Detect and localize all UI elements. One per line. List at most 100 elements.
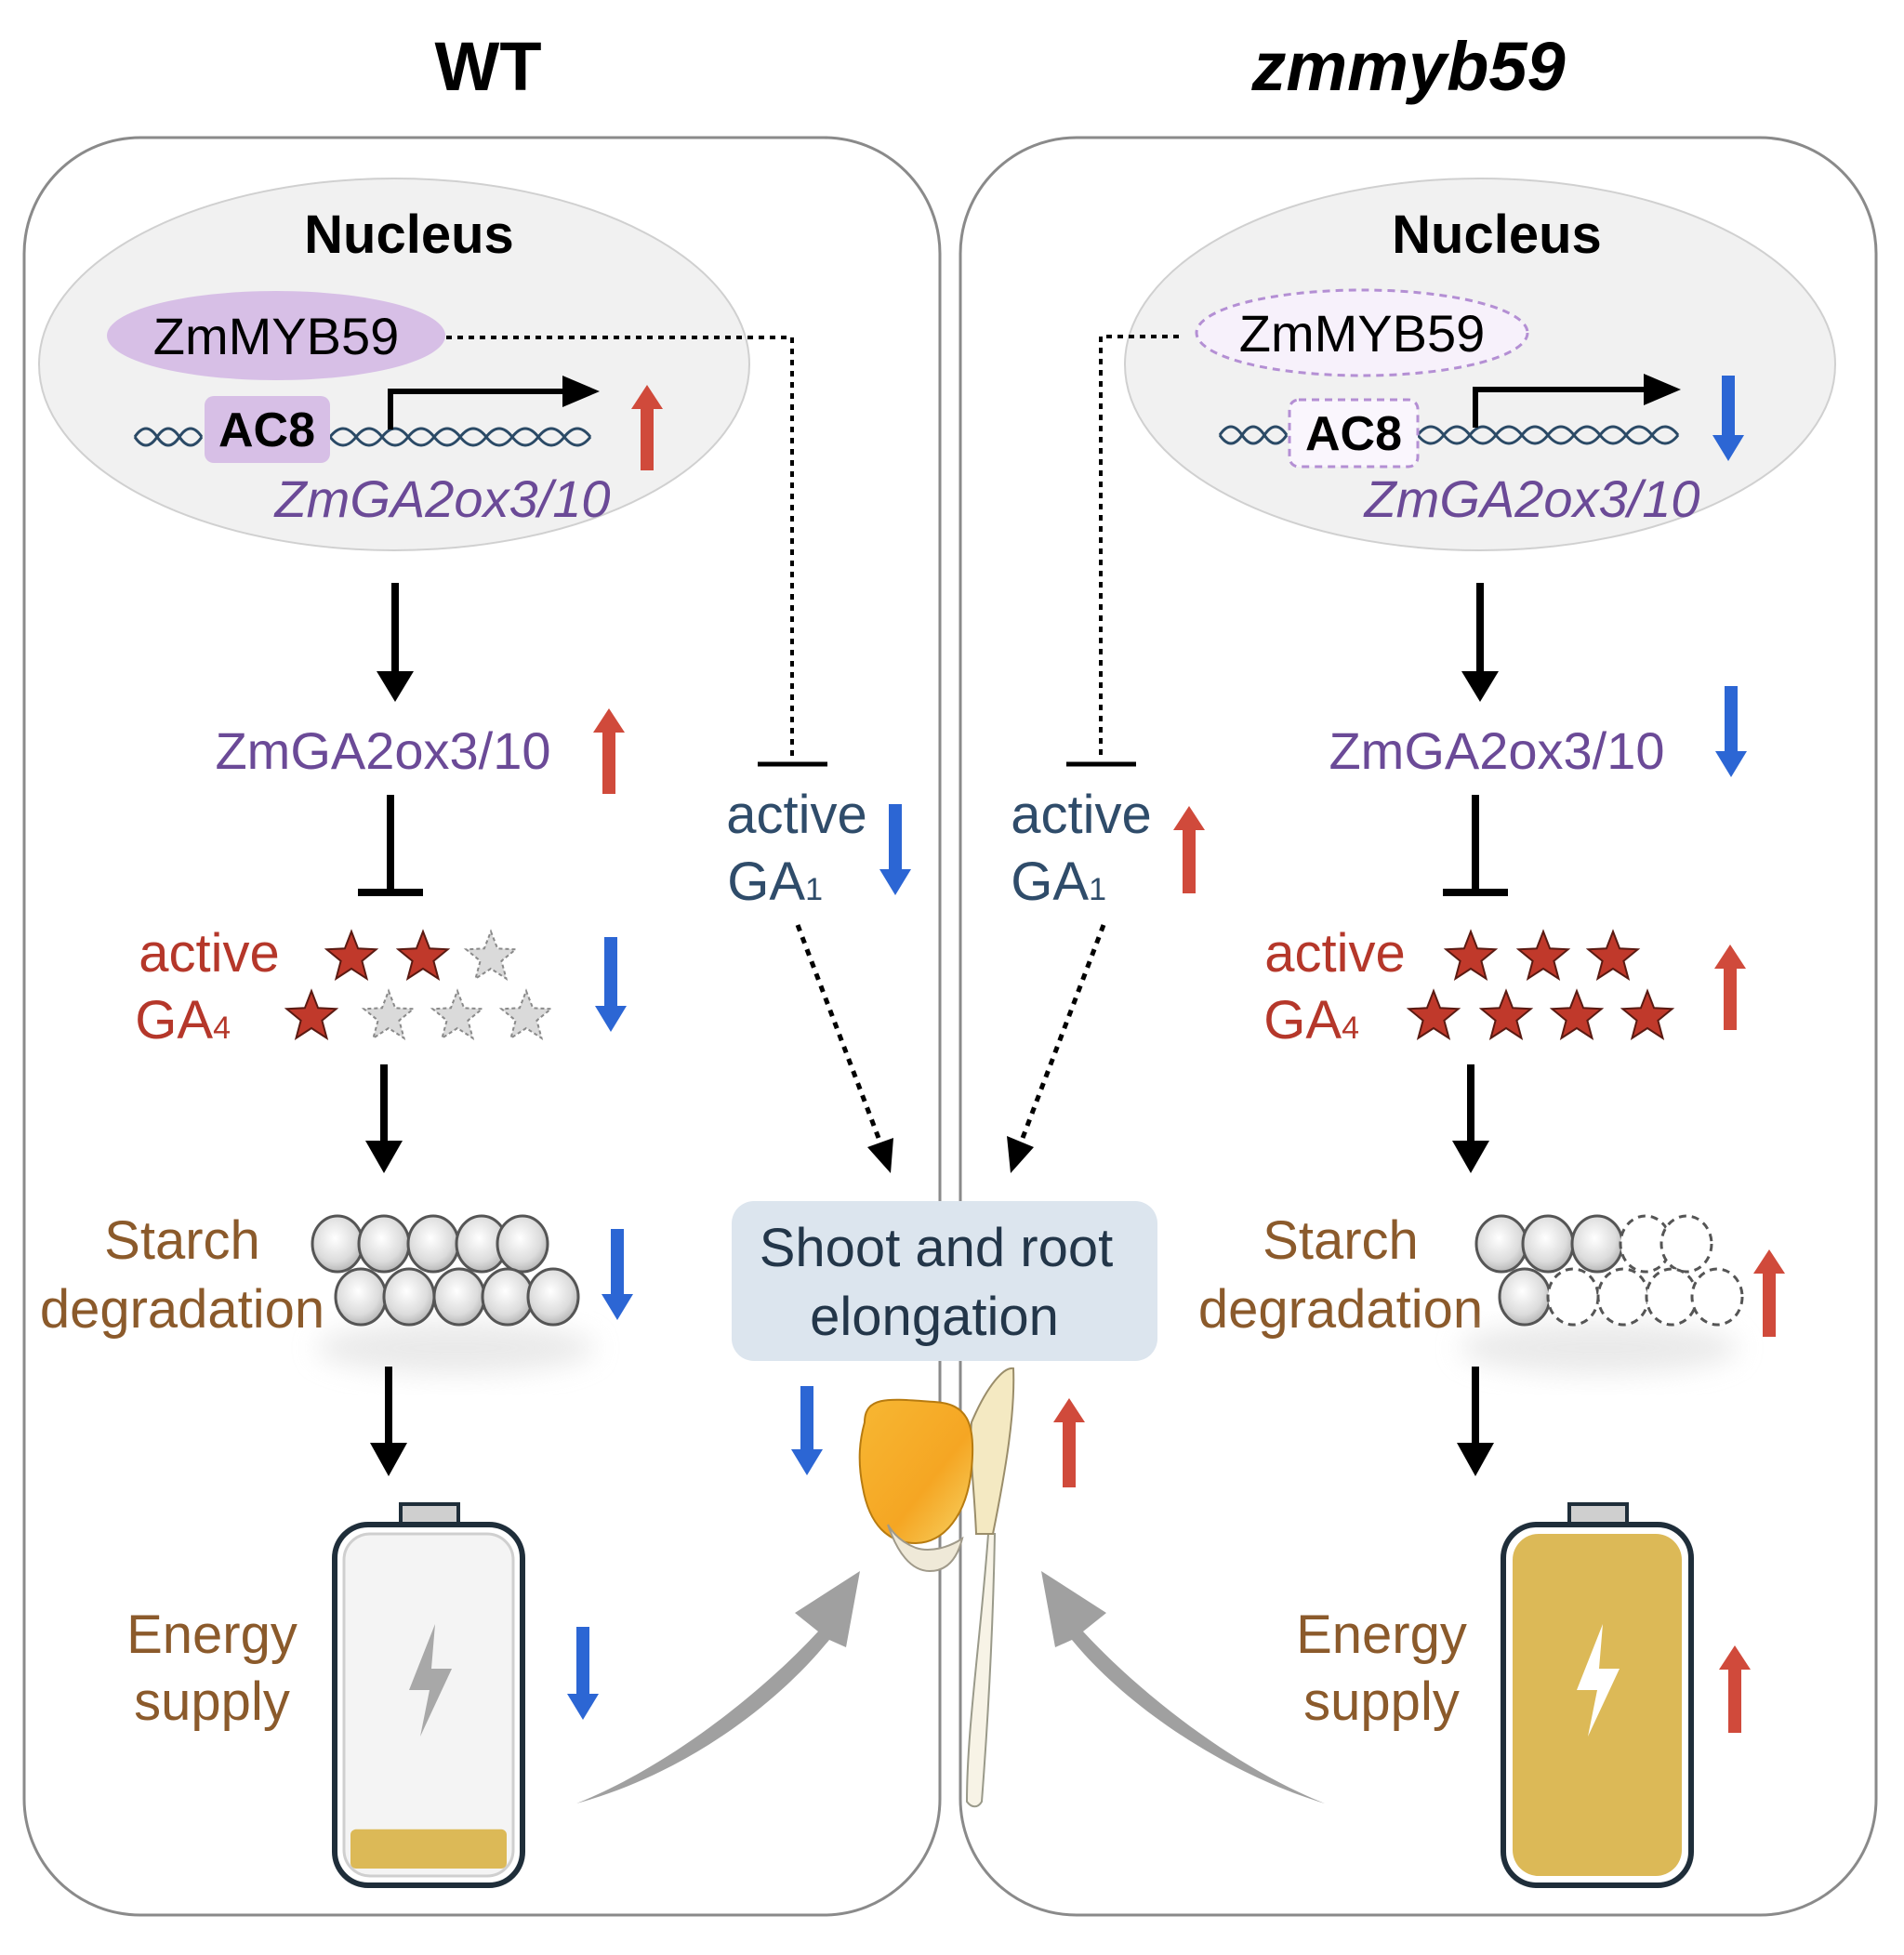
- wt-ga1-line1: active: [726, 785, 867, 845]
- star-icon: [284, 988, 339, 1040]
- star-icon: [361, 988, 416, 1040]
- down-arrow-icon: [567, 1627, 599, 1720]
- starch-granule: [406, 1214, 460, 1274]
- wt-pathway-arrow-2: [365, 1064, 403, 1173]
- starch-granule: [432, 1267, 486, 1327]
- wt-inhibition-bar: [358, 795, 423, 896]
- starch-granule: [526, 1267, 580, 1327]
- wt-panel: [22, 136, 942, 1917]
- mutant-zmmyb59-label: ZmMYB59: [1239, 304, 1486, 363]
- up-arrow-icon: [1173, 806, 1205, 893]
- wt-ga1-to-outcome-arrow: [795, 924, 893, 1173]
- wt-starch-line2: degradation: [40, 1279, 324, 1340]
- lightning-icon: [1577, 1624, 1620, 1737]
- mutant-ac8-label: AC8: [1305, 407, 1402, 461]
- starch-granule: [1645, 1267, 1699, 1327]
- wt-ac8-label: AC8: [218, 403, 315, 457]
- maize-seedling-icon: [858, 1367, 1015, 1808]
- mutant-zmmyb59-protein: [1195, 288, 1529, 377]
- up-arrow-icon: [1753, 1249, 1785, 1337]
- star-icon: [395, 929, 451, 981]
- mutant-panel: [959, 136, 1878, 1917]
- starch-granule: [481, 1267, 535, 1327]
- mutant-gene-italic: ZmGA2ox3/10: [1362, 469, 1699, 528]
- star-icon: [1585, 929, 1641, 981]
- down-arrow-icon: [1715, 686, 1747, 777]
- lightning-icon: [409, 1624, 452, 1737]
- outcome-line1: Shoot and root: [760, 1218, 1114, 1278]
- starch-granule: [382, 1267, 436, 1327]
- mutant-energy-line2: supply: [1303, 1671, 1460, 1732]
- wt-zmmyb59-protein: [107, 291, 445, 380]
- mutant-starch-line1: Starch: [1263, 1210, 1419, 1271]
- wt-ga1-inhibition-line: [446, 336, 794, 760]
- mutant-title: zmmyb59: [1250, 28, 1565, 105]
- starch-granule: [357, 1214, 411, 1274]
- star-icon: [498, 988, 554, 1040]
- mutant-ac8-box: [1288, 398, 1420, 469]
- dna-icon: [133, 427, 592, 447]
- starch-granule: [1659, 1214, 1713, 1274]
- wt-ac8-box: [205, 396, 330, 463]
- down-arrow-icon: [602, 1229, 633, 1320]
- starch-granule: [1521, 1214, 1575, 1274]
- up-arrow-icon: [593, 708, 625, 794]
- starch-granule: [1596, 1267, 1650, 1327]
- starch-granule: [311, 1214, 364, 1274]
- star-icon: [1549, 988, 1605, 1040]
- wt-ga4-line2: GA4: [135, 990, 231, 1050]
- wt-pathway-arrow-3: [370, 1367, 407, 1476]
- star-icon: [324, 929, 379, 981]
- mutant-energy-line1: Energy: [1296, 1605, 1467, 1665]
- mutant-ga4-line1: active: [1264, 923, 1406, 984]
- starch-granule: [496, 1214, 549, 1274]
- wt-ga1-line2: GA1: [727, 852, 823, 912]
- mutant-pathway-arrow-3: [1457, 1367, 1494, 1476]
- battery-icon: [332, 1502, 525, 1888]
- wt-ga4-stars: [284, 929, 554, 1040]
- outcome-box: [732, 1201, 1157, 1361]
- wt-gene-italic: ZmGA2ox3/10: [272, 469, 610, 528]
- star-icon: [1406, 988, 1461, 1040]
- wt-ga4-line1: active: [139, 923, 280, 984]
- star-icon: [1620, 988, 1675, 1040]
- starch-granule: [1570, 1214, 1624, 1274]
- wt-energy-to-seedling-arrow: [576, 1571, 860, 1803]
- mutant-nucleus-label: Nucleus: [1392, 205, 1602, 265]
- starch-granule: [1690, 1267, 1744, 1327]
- down-arrow-icon: [595, 937, 627, 1032]
- mutant-ga4-line2: GA4: [1263, 990, 1359, 1050]
- starch-granule: [334, 1267, 388, 1327]
- starch-granule: [1474, 1214, 1528, 1274]
- star-icon: [1515, 929, 1571, 981]
- wt-transcription-arrow: [388, 389, 567, 429]
- wt-nucleus: Nucleus ZmMYB59 AC8 ZmGA2ox3/10: [38, 178, 750, 551]
- down-arrow-icon: [791, 1386, 823, 1475]
- star-icon: [463, 929, 519, 981]
- wt-zmmyb59-label: ZmMYB59: [153, 307, 400, 365]
- mutant-ga1-line2: GA1: [1011, 852, 1106, 912]
- wt-starch-line1: Starch: [104, 1210, 260, 1271]
- battery-icon: [1501, 1502, 1694, 1888]
- down-arrow-icon: [879, 804, 911, 895]
- dna-icon: [1218, 425, 1680, 445]
- starch-granule: [1546, 1267, 1600, 1327]
- mutant-starch-line2: degradation: [1198, 1279, 1483, 1340]
- mutant-ga1-line1: active: [1011, 785, 1152, 845]
- wt-gene-protein: ZmGA2ox3/10: [215, 721, 550, 780]
- star-icon: [1443, 929, 1499, 981]
- mutant-transcription-arrow: [1473, 387, 1647, 428]
- mutant-gene-protein: ZmGA2ox3/10: [1329, 721, 1664, 780]
- mutant-nucleus: Nucleus ZmMYB59 AC8 ZmGA2ox3/10: [1124, 178, 1836, 551]
- starch-granule-icon: [1474, 1214, 1744, 1327]
- starch-granule-icon: [311, 1214, 580, 1327]
- mutant-ga1-inhibition-line: [1099, 335, 1179, 760]
- mutant-inhibition-bar: [1443, 795, 1508, 896]
- wt-title: WT: [434, 28, 541, 105]
- mutant-ga1-to-outcome-arrow: [1007, 924, 1106, 1173]
- up-arrow-icon: [631, 385, 663, 470]
- star-icon: [1478, 988, 1534, 1040]
- starch-granule: [1498, 1267, 1552, 1327]
- up-arrow-icon: [1719, 1645, 1751, 1733]
- star-icon: [430, 988, 485, 1040]
